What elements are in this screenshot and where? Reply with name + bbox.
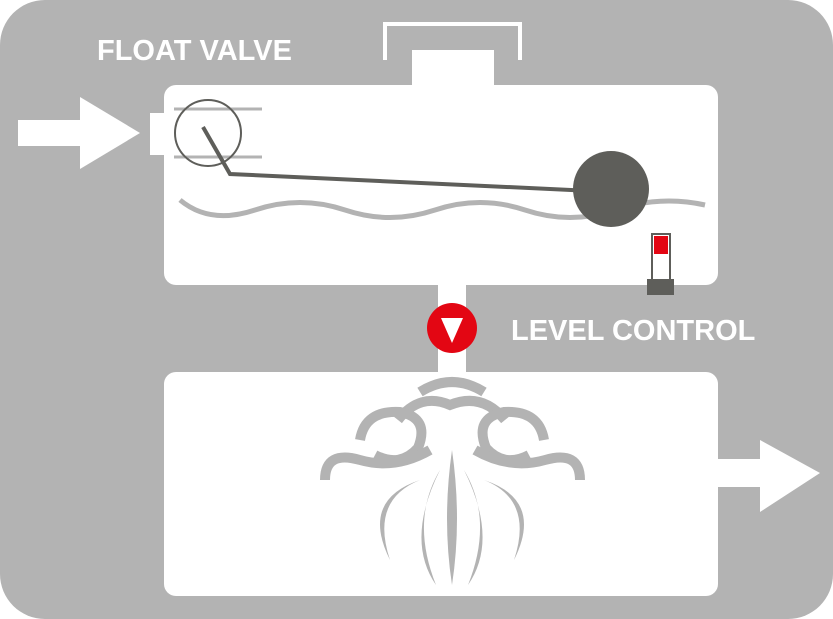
inlet-pipe bbox=[150, 113, 176, 155]
lower-tank bbox=[164, 372, 718, 596]
float-lever bbox=[201, 126, 593, 193]
valve-circle bbox=[174, 99, 242, 167]
level-control-label: LEVEL CONTROL bbox=[511, 315, 755, 347]
level-sensor-icon bbox=[647, 233, 674, 295]
inlet-arrow-icon bbox=[18, 97, 140, 169]
spray-jets bbox=[380, 450, 524, 585]
float-valve-label: FLOAT VALVE bbox=[97, 35, 292, 67]
float-ball bbox=[573, 151, 649, 227]
outlet-arrow-icon bbox=[716, 440, 820, 512]
valve-arrow-down-icon bbox=[427, 303, 477, 353]
spray-icon bbox=[320, 377, 585, 481]
cap-bracket bbox=[383, 22, 522, 60]
